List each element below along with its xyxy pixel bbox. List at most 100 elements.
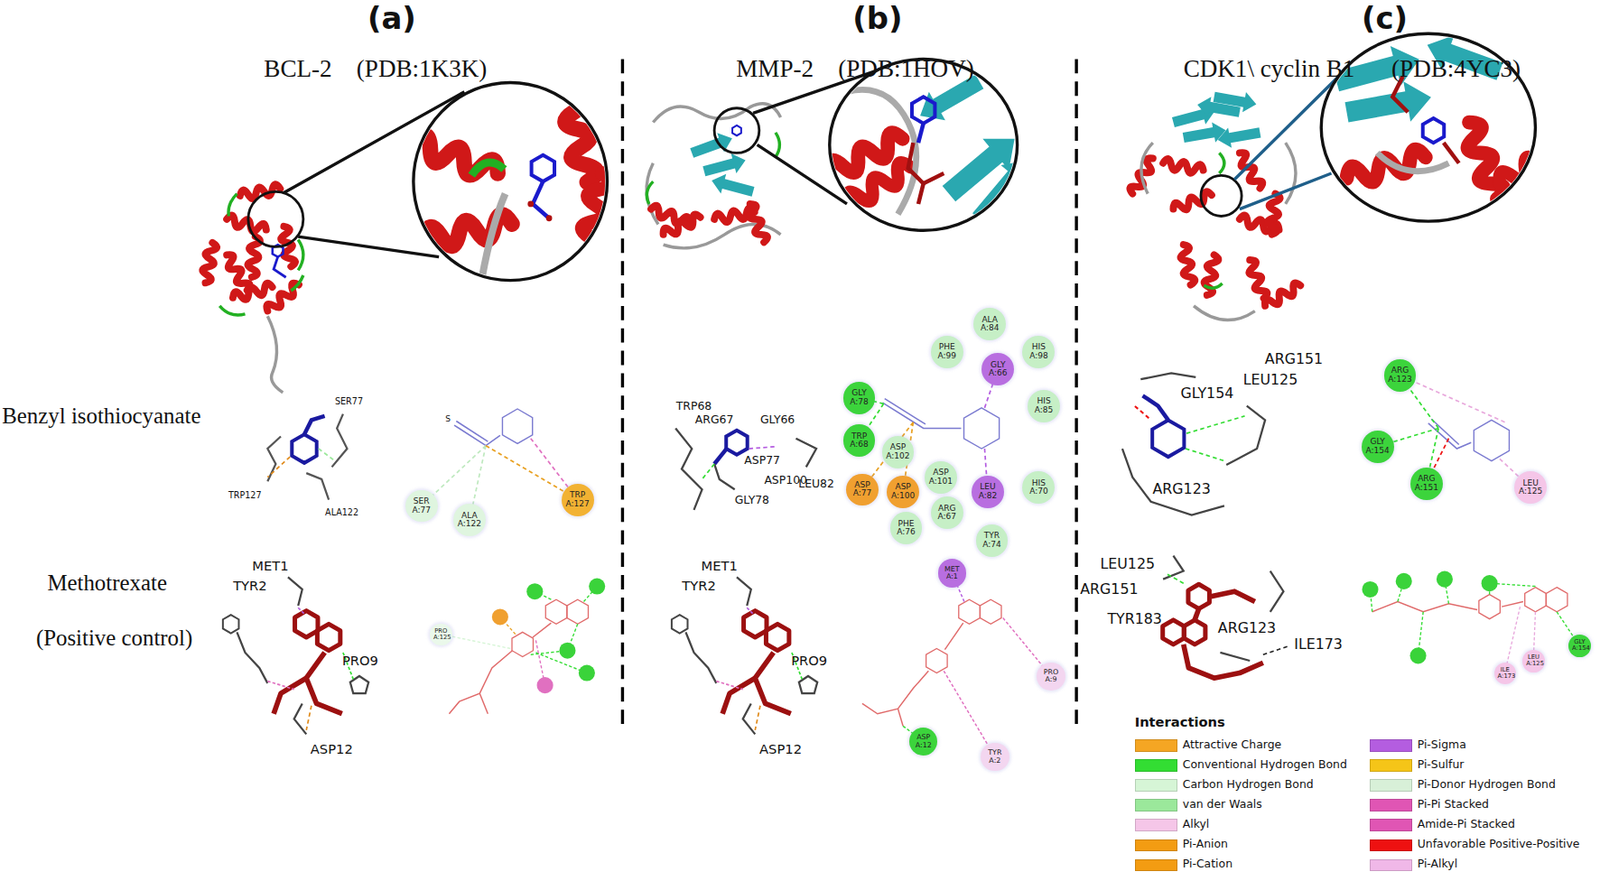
ligand-3d bbox=[1143, 395, 1185, 457]
ligand-3d bbox=[306, 652, 343, 715]
protein-ribbon bbox=[200, 183, 303, 315]
ligand-3d bbox=[1152, 419, 1184, 457]
residue-name: ALA A:84 bbox=[976, 316, 1003, 334]
ligand-2d bbox=[883, 402, 962, 428]
zoom-view bbox=[421, 213, 514, 252]
zoom-view bbox=[824, 67, 1043, 232]
ligand-3d bbox=[294, 703, 307, 735]
residue-label: LEU125 bbox=[1099, 556, 1155, 573]
zoom-view bbox=[532, 181, 549, 219]
zoom-view bbox=[911, 67, 1043, 232]
zoom-callout bbox=[714, 108, 760, 154]
ligand-3d bbox=[1210, 591, 1256, 602]
zoom-view bbox=[531, 155, 555, 182]
ligand-3d bbox=[714, 430, 748, 465]
ligand-3d bbox=[304, 416, 326, 435]
zoom-view bbox=[908, 142, 924, 205]
ligand-3d bbox=[267, 681, 294, 690]
ligand-2d bbox=[526, 583, 543, 600]
protein-ribbon bbox=[1127, 150, 1303, 311]
residue-label: PRO9 bbox=[342, 653, 379, 670]
residue-name: GLY A:66 bbox=[985, 361, 1011, 379]
residue-circle: ALA A:122 bbox=[453, 503, 486, 537]
protein-ribbon bbox=[297, 239, 304, 270]
residue-circle: GLY A:78 bbox=[843, 381, 876, 415]
residue-name: PHE A:76 bbox=[893, 520, 920, 538]
row-label: Benzyl isothiocyanate bbox=[1, 403, 201, 430]
zoom-view bbox=[1423, 118, 1444, 143]
residue-name: MET A:1 bbox=[941, 566, 963, 582]
protein-ribbon bbox=[646, 103, 781, 249]
ligand-3d bbox=[1162, 620, 1184, 645]
ligand-3d bbox=[1122, 448, 1225, 515]
ligand-3d bbox=[273, 678, 307, 715]
ligand-3d bbox=[332, 414, 348, 468]
ligand-2d bbox=[502, 409, 532, 444]
zoom-view bbox=[1344, 119, 1569, 204]
ligand-3d bbox=[291, 434, 317, 464]
ligand-2d bbox=[984, 369, 998, 493]
ligand-2d bbox=[958, 599, 980, 624]
zoom-view bbox=[911, 96, 935, 143]
ligand-3d bbox=[714, 464, 735, 490]
residue-label: LEU125 bbox=[1243, 372, 1299, 389]
protein-ribbon bbox=[1141, 142, 1296, 320]
residue-label: TYR183 bbox=[1106, 611, 1163, 628]
row-label: (Positive control) bbox=[36, 625, 193, 652]
ligand-2d bbox=[1545, 587, 1567, 613]
protein-ribbon bbox=[1285, 142, 1296, 205]
ligand-2d bbox=[492, 608, 509, 625]
legend-swatch bbox=[1369, 818, 1413, 831]
zoom-view bbox=[1376, 152, 1449, 171]
legend-text: van der Waals bbox=[1182, 798, 1263, 811]
residue-circle: SER A:77 bbox=[405, 490, 438, 523]
zoom-view bbox=[1330, 27, 1568, 204]
protein-ribbon bbox=[688, 129, 735, 163]
residue-label: GLY78 bbox=[734, 493, 770, 507]
ligand-2d bbox=[421, 409, 578, 521]
protein-ribbon bbox=[200, 183, 304, 392]
panel-title: CDK1\ cyclin B1 (PDB:4YC3) bbox=[1183, 55, 1522, 84]
residue-name: TRP A:127 bbox=[565, 491, 591, 509]
ligand-3d bbox=[1122, 372, 1266, 515]
ligand-2d bbox=[440, 578, 605, 715]
protein-ribbon bbox=[744, 202, 769, 244]
protein-ribbon bbox=[290, 275, 304, 291]
protein-ribbon bbox=[732, 125, 742, 136]
residue-name: GLY A:78 bbox=[846, 389, 873, 407]
ligand-3d bbox=[1122, 372, 1266, 515]
ligand-3d bbox=[318, 448, 335, 462]
residue-name: TYR A:2 bbox=[984, 749, 1005, 765]
ligand-2d bbox=[1361, 571, 1580, 674]
protein-ribbon bbox=[1203, 152, 1225, 289]
residue-name: ASP A:102 bbox=[885, 443, 912, 461]
legend-swatch bbox=[1369, 799, 1413, 811]
legend-swatch bbox=[1134, 799, 1178, 811]
zoom-view bbox=[1423, 118, 1444, 143]
protein-ribbon bbox=[688, 129, 756, 203]
legend-swatch bbox=[1369, 859, 1413, 872]
zoom-view bbox=[824, 130, 916, 213]
ligand-2d bbox=[567, 599, 588, 624]
ligand-3d bbox=[1140, 372, 1196, 380]
ligand-2d bbox=[537, 677, 554, 694]
residue-label: SER77 bbox=[334, 396, 363, 407]
legend-swatch bbox=[1369, 779, 1413, 791]
residue-name: LEU A:125 bbox=[1517, 479, 1544, 497]
legend-swatch bbox=[1369, 739, 1413, 752]
residue-label: ALA122 bbox=[325, 507, 359, 518]
legend-text: Unfavorable Positive-Positive bbox=[1417, 837, 1581, 851]
protein-ribbon bbox=[708, 170, 756, 202]
ligand-3d bbox=[291, 416, 325, 464]
residue-label: ARG151 bbox=[1265, 351, 1323, 368]
residue-name: ILE A:173 bbox=[1497, 667, 1514, 680]
protein-ribbon bbox=[246, 236, 261, 279]
ligand-2d bbox=[980, 599, 1002, 624]
legend-swatch bbox=[1134, 839, 1178, 852]
ligand-3d bbox=[702, 464, 716, 480]
residue-name: ASP A:77 bbox=[849, 481, 875, 499]
protein-ribbon bbox=[228, 194, 237, 217]
ligand-3d bbox=[725, 430, 747, 456]
zoom-view bbox=[1443, 142, 1460, 164]
legend-text: Pi-Anion bbox=[1182, 837, 1228, 851]
